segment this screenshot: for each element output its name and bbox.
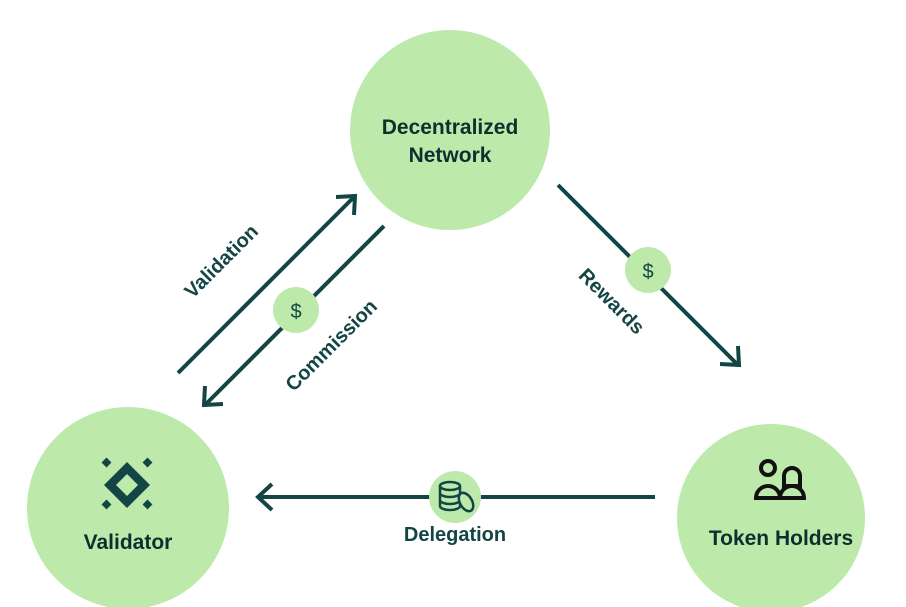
token-holders-label: Token Holders	[709, 527, 853, 550]
validator-label: Validator	[84, 531, 173, 554]
delegation-arrow: Delegation	[255, 471, 655, 546]
validator-node: Validator	[27, 407, 229, 607]
dollar-icon: $	[642, 261, 653, 283]
dollar-icon: $	[290, 301, 301, 323]
network-label-line2: Network	[409, 144, 492, 167]
validation-label: Validation	[181, 221, 263, 303]
users-icon	[753, 459, 807, 500]
network-node: Decentralized Network	[350, 30, 550, 230]
rewards-arrow: $ Rewards	[556, 183, 742, 368]
delegation-label: Delegation	[404, 524, 506, 546]
network-label-line1: Decentralized	[382, 116, 519, 139]
token-holders-node: Token Holders	[677, 424, 865, 607]
coins-icon	[438, 480, 475, 513]
